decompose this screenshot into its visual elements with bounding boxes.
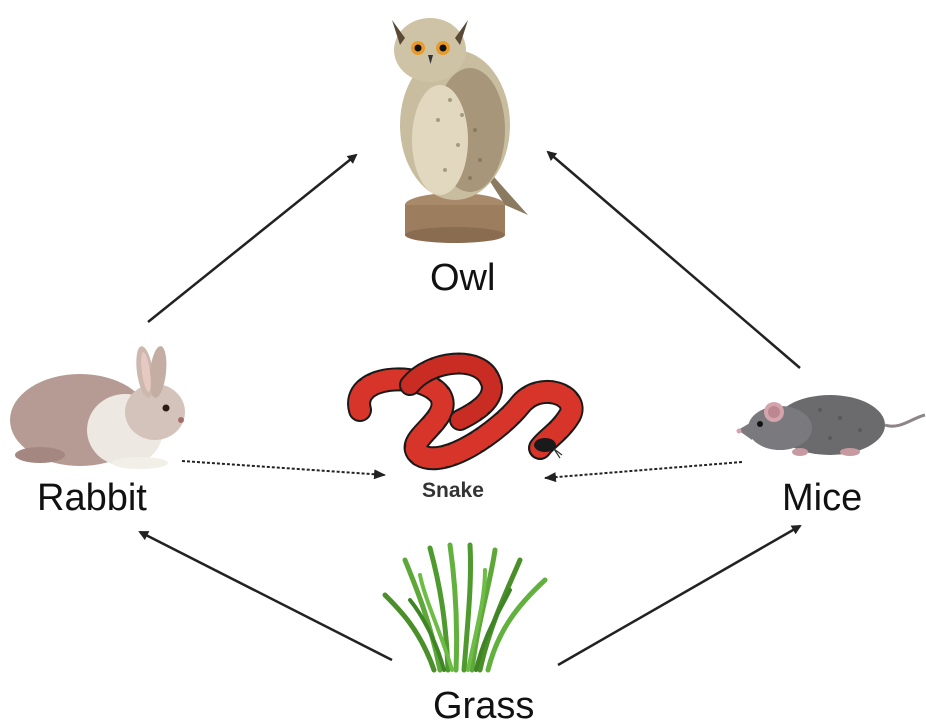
snake-label: Snake xyxy=(422,479,484,502)
arrow-grass-to-mice xyxy=(558,526,800,665)
arrow-mice-to-snake xyxy=(545,462,742,478)
rabbit-icon xyxy=(10,345,185,469)
mouse-icon xyxy=(737,395,926,456)
mice-label: Mice xyxy=(782,477,862,519)
rabbit-label: Rabbit xyxy=(37,477,147,519)
grass-icon xyxy=(385,545,545,670)
snake-icon xyxy=(359,364,572,459)
arrow-rabbit-to-owl xyxy=(148,155,356,322)
owl-icon xyxy=(392,18,528,243)
grass-label: Grass xyxy=(433,685,534,724)
arrow-mice-to-owl xyxy=(548,152,800,368)
arrow-grass-to-rabbit xyxy=(140,532,392,660)
arrow-rabbit-to-snake xyxy=(182,461,385,475)
owl-label: Owl xyxy=(430,257,495,299)
